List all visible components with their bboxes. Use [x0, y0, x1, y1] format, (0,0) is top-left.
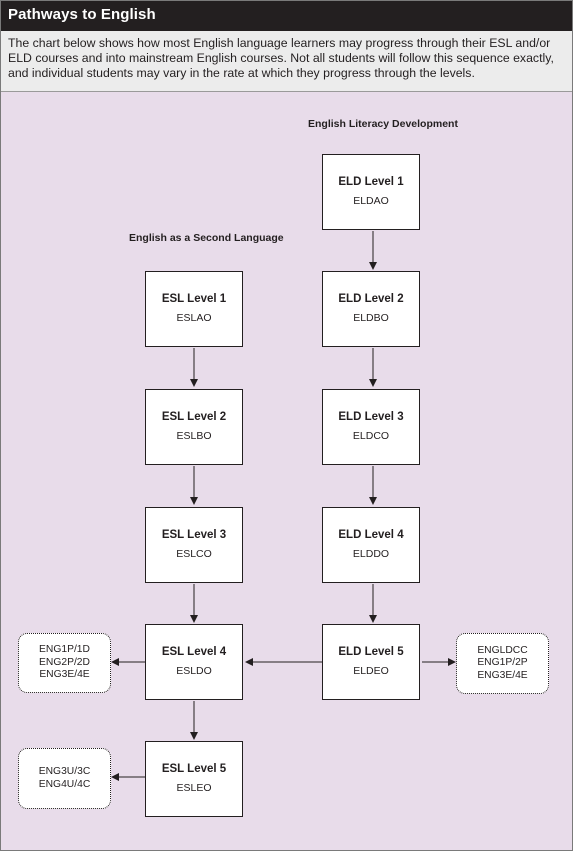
eld-column-heading: English Literacy Development: [308, 118, 458, 130]
level-title: ELD Level 3: [338, 411, 404, 423]
eld-level-2-box: ELD Level 2 ELDBO: [322, 271, 420, 347]
course-code: ESLDO: [176, 665, 212, 677]
eld-level-3-box: ELD Level 3 ELDCO: [322, 389, 420, 465]
eld-level-5-box: ELD Level 5 ELDEO: [322, 624, 420, 700]
outcome-course: ENG2P/2D: [39, 656, 90, 668]
level-title: ELD Level 5: [338, 646, 404, 658]
outcome-course: ENG1P/1D: [39, 644, 90, 656]
esl-level-1-box: ESL Level 1 ESLAO: [145, 271, 243, 347]
level-title: ESL Level 3: [161, 529, 227, 541]
esl-level-5-box: ESL Level 5 ESLEO: [145, 741, 243, 817]
course-code: ESLBO: [176, 430, 212, 442]
outcome-course: ENG4U/4C: [38, 778, 91, 790]
outcome-course: ENGLDCC: [477, 644, 528, 656]
course-code: ESLCO: [176, 548, 212, 560]
esl-level-3-box: ESL Level 3 ESLCO: [145, 507, 243, 583]
course-code: ELDDO: [352, 548, 390, 560]
intro-text: The chart below shows how most English l…: [8, 36, 554, 80]
eld5-outcome-box: ENGLDCC ENG1P/2P ENG3E/4E: [456, 633, 549, 694]
outcome-course: ENG3E/4E: [39, 669, 90, 681]
level-title: ESL Level 4: [161, 646, 227, 658]
level-title: ESL Level 2: [161, 411, 227, 423]
course-code: ELDBO: [353, 312, 389, 324]
esl-level-2-box: ESL Level 2 ESLBO: [145, 389, 243, 465]
outcome-course: ENG3U/3C: [38, 766, 91, 777]
level-title: ELD Level 1: [338, 176, 404, 188]
level-title: ESL Level 5: [161, 763, 227, 775]
esl4-outcome-box: ENG1P/1D ENG2P/2D ENG3E/4E: [18, 633, 111, 693]
eld-level-1-box: ELD Level 1 ELDAO: [322, 154, 420, 230]
outcome-course: ENG3E/4E: [477, 669, 528, 681]
course-code: ELDCO: [352, 430, 390, 442]
outcome-course: ENG1P/2P: [477, 657, 528, 669]
page-title: Pathways to English: [8, 6, 156, 23]
course-code: ELDEO: [353, 665, 389, 677]
esl5-outcome-box: ENG3U/3C ENG4U/4C: [18, 748, 111, 809]
level-title: ELD Level 4: [338, 529, 404, 541]
course-code: ELDAO: [353, 195, 389, 207]
level-title: ESL Level 1: [161, 293, 227, 305]
header-bar: Pathways to English: [1, 1, 572, 31]
course-code: ESLAO: [176, 312, 212, 324]
esl-level-4-box: ESL Level 4 ESLDO: [145, 624, 243, 700]
intro-panel: The chart below shows how most English l…: [1, 31, 572, 92]
course-code: ESLEO: [176, 782, 212, 794]
level-title: ELD Level 2: [338, 293, 404, 305]
eld-level-4-box: ELD Level 4 ELDDO: [322, 507, 420, 583]
esl-column-heading: English as a Second Language: [129, 232, 284, 244]
